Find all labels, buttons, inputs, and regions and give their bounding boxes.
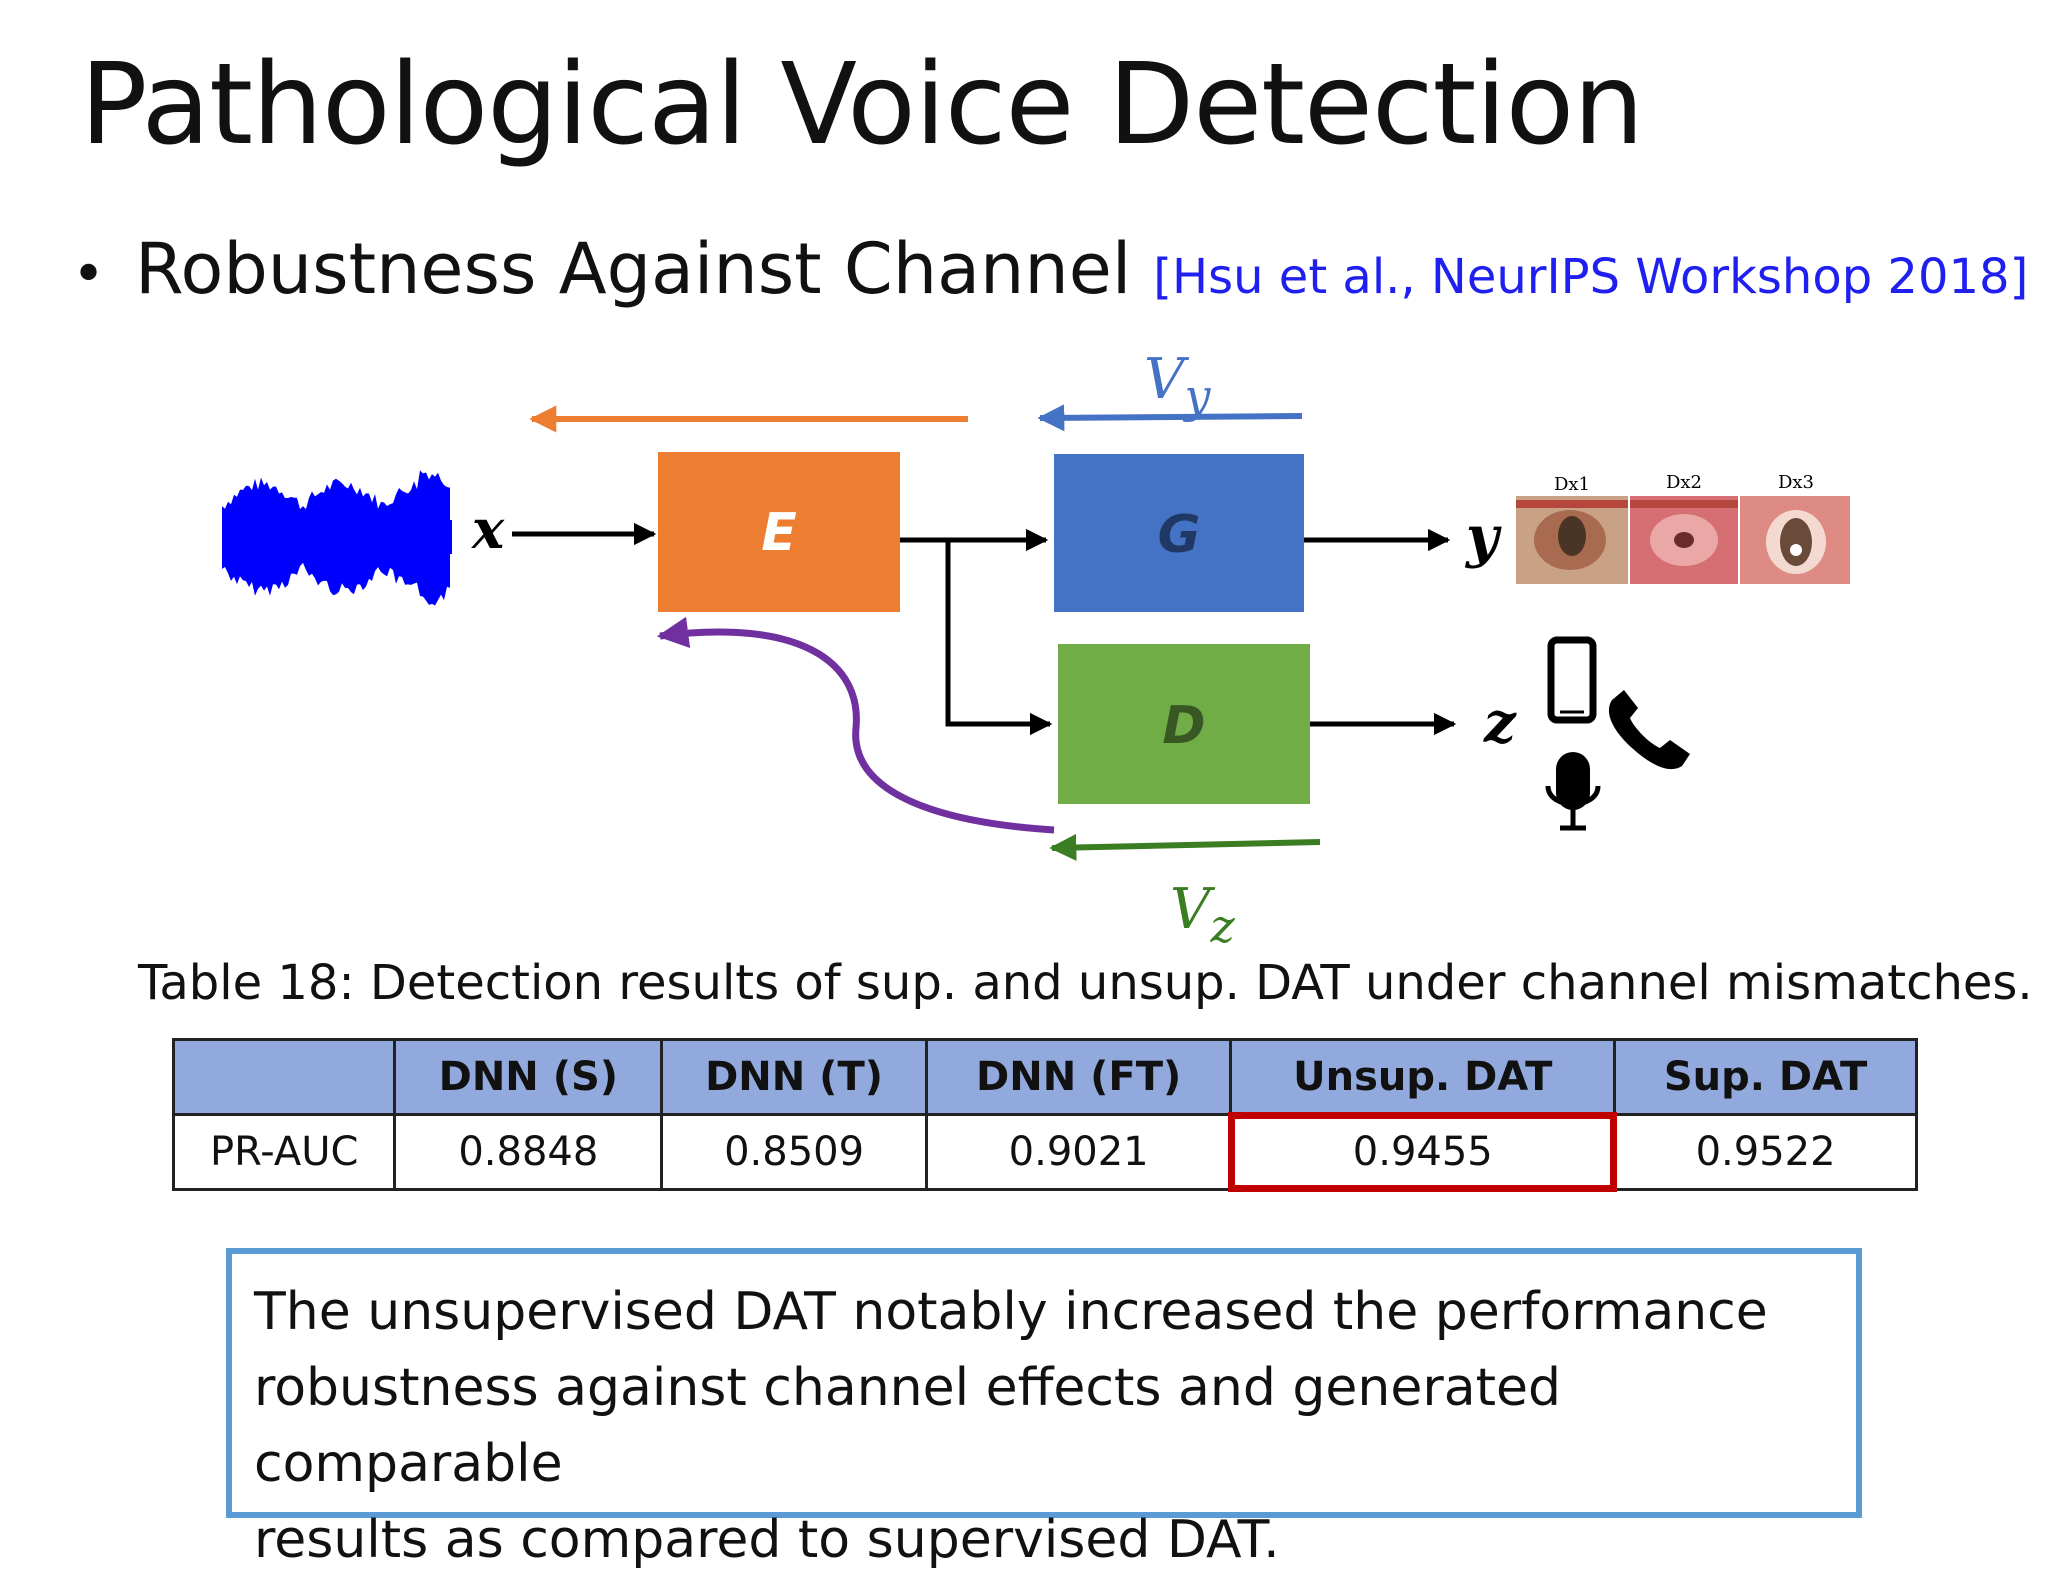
- waveform-icon: [222, 470, 452, 606]
- table-header-cell: DNN (T): [660, 1038, 928, 1116]
- bullet-item: • Robustness Against Channel [Hsu et al.…: [72, 228, 2028, 310]
- table-header-cell: Unsup. DAT: [1229, 1038, 1617, 1116]
- vz-gradient-arrow: [1049, 833, 1321, 861]
- conclusion-line: The unsupervised DAT notably increased t…: [254, 1282, 1768, 1342]
- table-row: PR-AUC 0.8848 0.8509 0.9021 0.9455 0.952…: [171, 1113, 1918, 1194]
- table-cell: 0.8509: [660, 1113, 928, 1191]
- highlighted-cell: 0.9455: [1229, 1113, 1619, 1194]
- encoder-block: [658, 452, 900, 612]
- discriminator-label: D: [1162, 696, 1205, 756]
- phone-handset-icon: [1608, 690, 1690, 770]
- vy-label: Vy: [1144, 347, 1211, 423]
- table-header-cell: DNN (S): [393, 1038, 664, 1116]
- table-header-cell: DNN (FT): [924, 1038, 1233, 1116]
- table-cell: 0.9021: [924, 1113, 1233, 1191]
- dx1-label: Dx1: [1554, 474, 1590, 495]
- arrow-e-to-d: [945, 540, 1053, 736]
- output-z-label: z: [1483, 690, 1517, 756]
- bullet-text: Robustness Against Channel: [135, 228, 1132, 310]
- smartphone-icon: [1547, 636, 1597, 724]
- table-cell: 0.8848: [393, 1113, 664, 1191]
- table-caption: Table 18: Detection results of sup. and …: [138, 955, 2033, 1011]
- generator-label: G: [1158, 505, 1201, 565]
- slide-title: Pathological Voice Detection: [80, 40, 1644, 170]
- generator-block: [1054, 454, 1304, 612]
- discriminator-block: [1058, 644, 1310, 804]
- dx3-label: Dx3: [1778, 472, 1814, 493]
- conclusion-box: The unsupervised DAT notably increased t…: [226, 1248, 1862, 1570]
- microphone-icon: [1545, 752, 1601, 831]
- dat-diagram: x E G D y z Vy Vz Dx1 Dx2 Dx3: [222, 347, 1850, 950]
- vz-label: Vz: [1170, 877, 1235, 950]
- dx2-image: [1630, 496, 1738, 584]
- citation-link[interactable]: [Hsu et al., NeurIPS Workshop 2018]: [1153, 249, 2029, 305]
- conclusion-line: robustness against channel effects and g…: [254, 1358, 1561, 1494]
- table-cell: 0.9522: [1613, 1113, 1918, 1191]
- gradient-reversal-arrow: [656, 616, 1055, 834]
- table-header-cell: [171, 1038, 397, 1116]
- table-header-cell: Sup. DAT: [1613, 1038, 1918, 1116]
- conclusion-line: results as compared to supervised DAT.: [254, 1510, 1280, 1570]
- dx2-label: Dx2: [1666, 472, 1702, 493]
- vy-gradient-arrow: [1037, 404, 1303, 432]
- input-x-label: x: [471, 497, 505, 561]
- dx1-image: [1516, 496, 1628, 584]
- encoder-label: E: [761, 503, 797, 563]
- bullet-dot: •: [72, 242, 106, 307]
- output-y-label: y: [1464, 504, 1502, 570]
- row-label-cell: PR-AUC: [171, 1113, 397, 1191]
- diagnosis-images: Dx1 Dx2 Dx3: [1516, 472, 1850, 584]
- results-table: DNN (S) DNN (T) DNN (FT) Unsup. DAT Sup.…: [171, 1038, 1918, 1194]
- dx3-image: [1740, 496, 1850, 584]
- table-header-row: DNN (S) DNN (T) DNN (FT) Unsup. DAT Sup.…: [171, 1038, 1918, 1116]
